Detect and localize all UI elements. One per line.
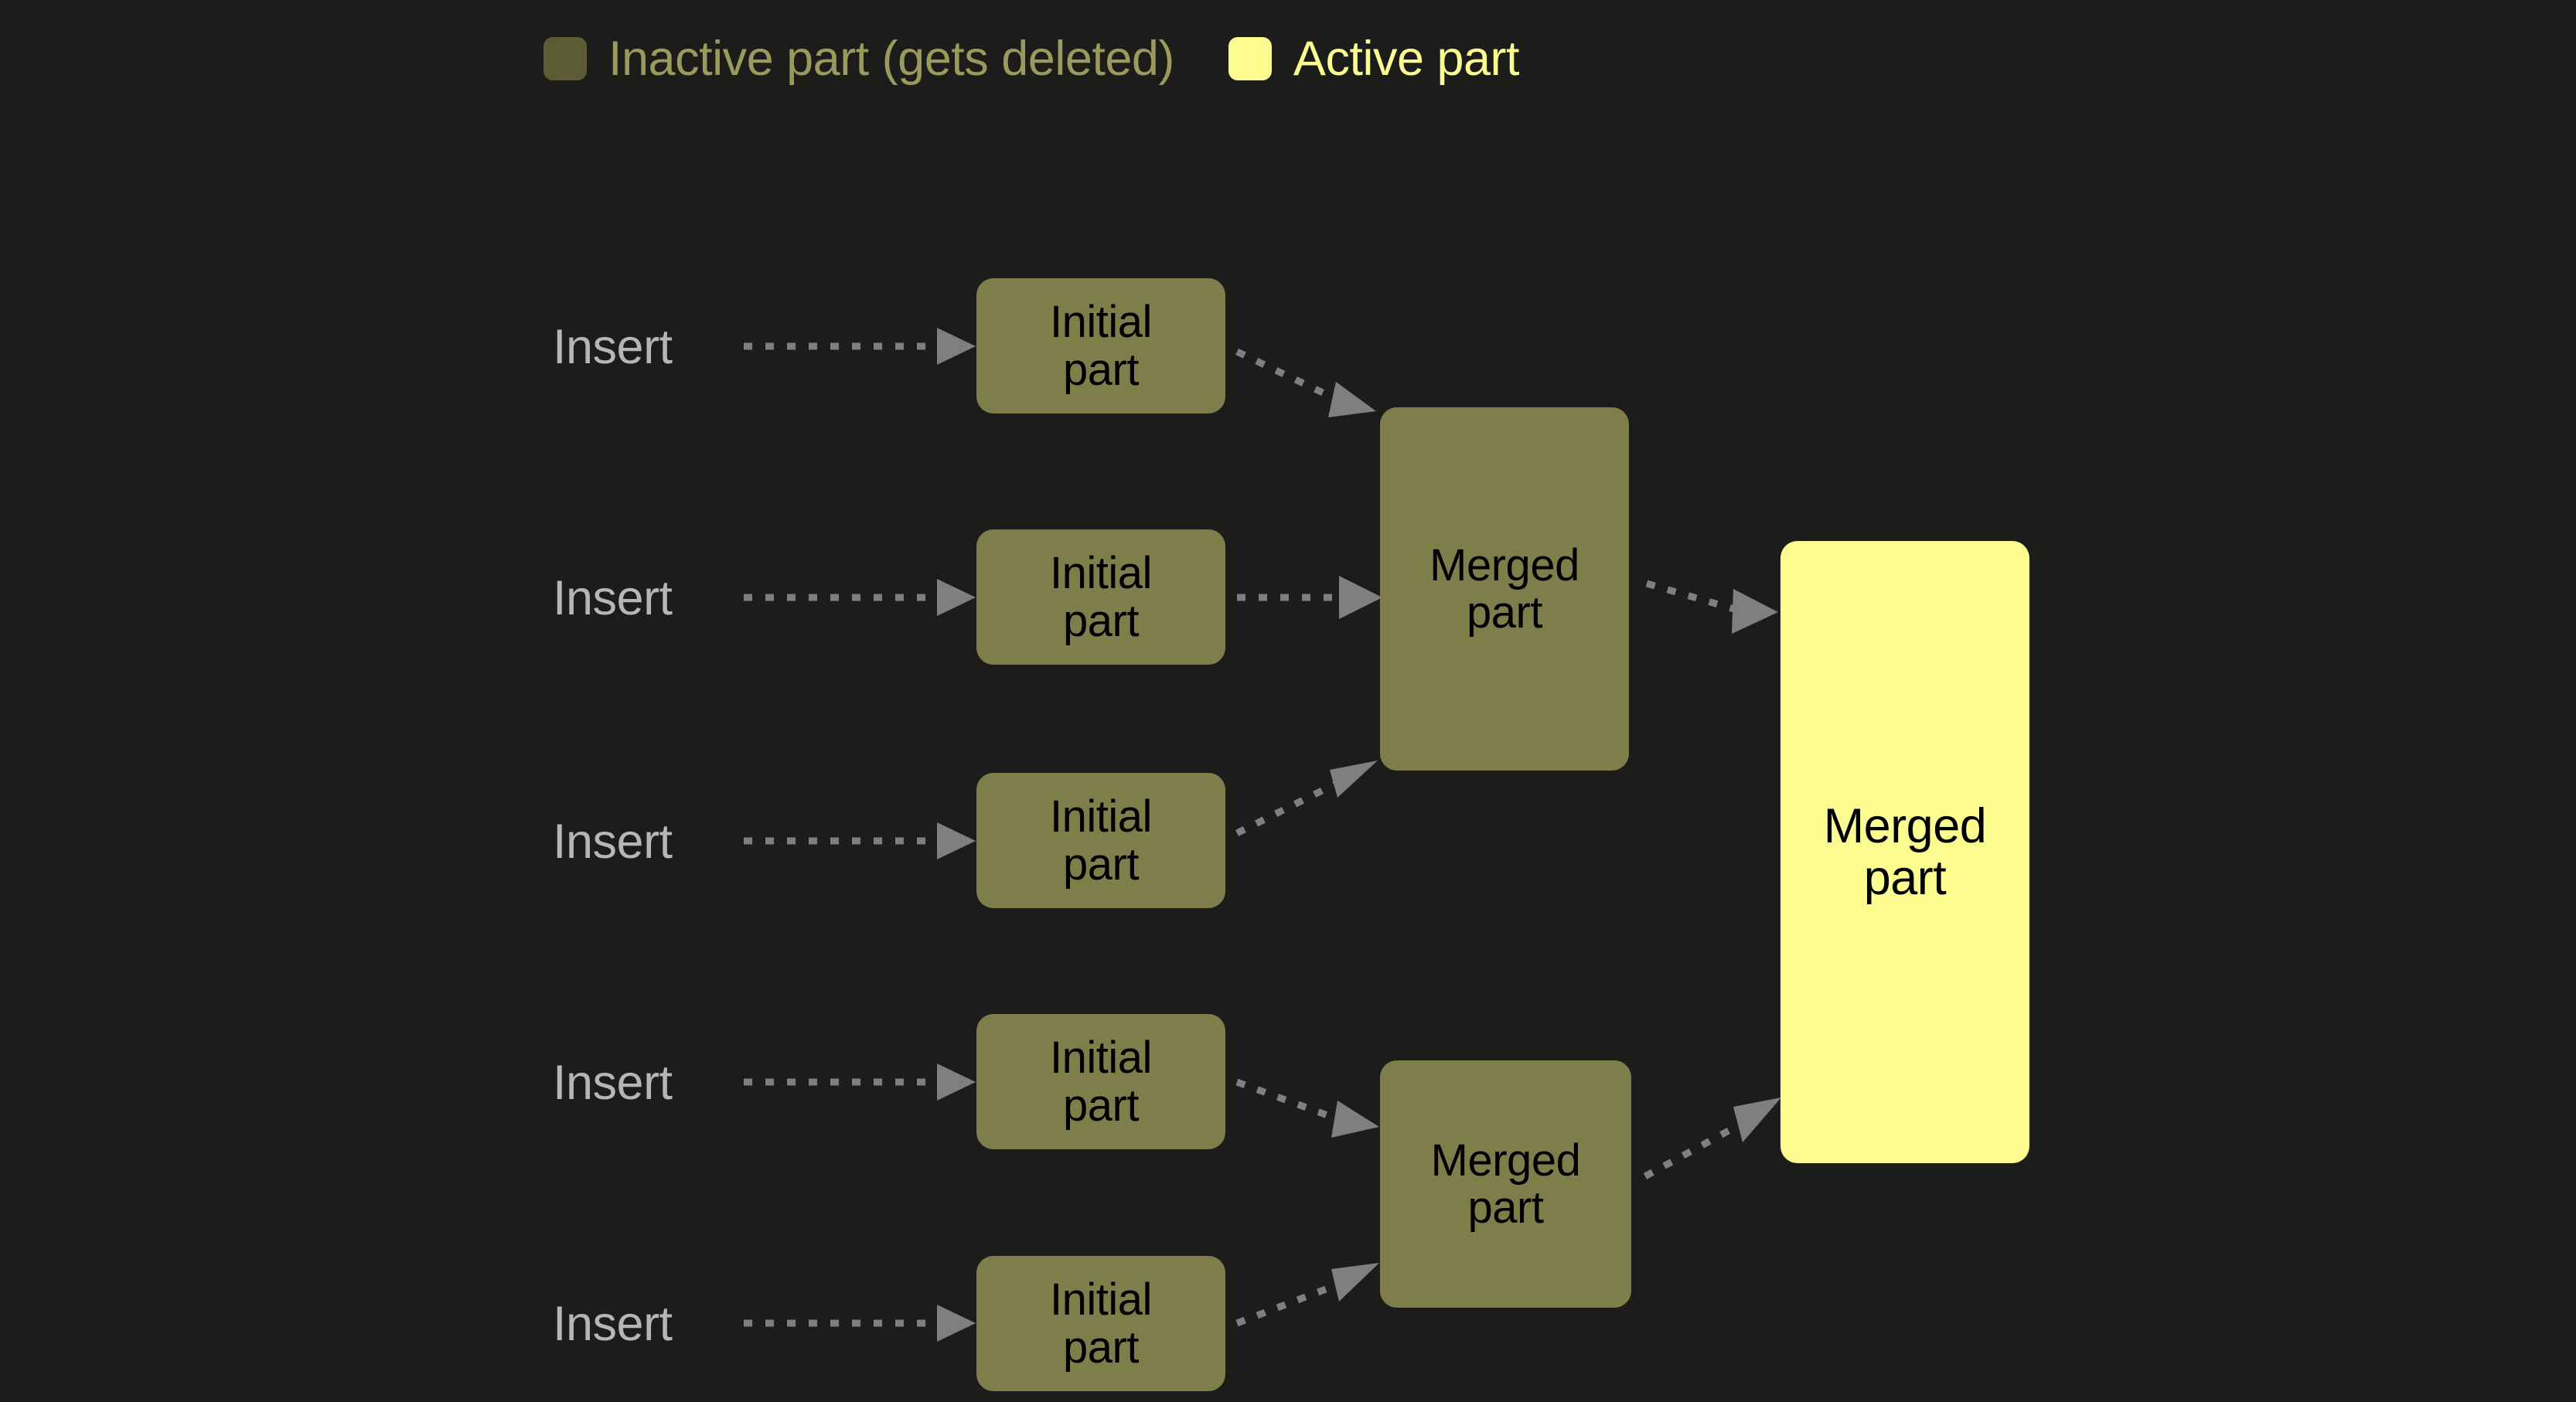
insert-label-1: Insert [553,320,673,374]
arrow-merged-bottom-to-active [1643,1097,1781,1179]
arrow-initial-2-to-merged-top [1237,576,1382,619]
arrow-insert-to-initial-4 [744,1063,976,1101]
merged-part-text-active: Merged part [1823,798,1987,905]
arrow-initial-1-to-merged-top [1235,348,1376,417]
initial-part-node-1[interactable]: Initial part [976,278,1225,413]
inactive-swatch-icon [543,37,587,80]
arrow-insert-to-initial-3 [744,822,976,859]
legend-label-active: Active part [1293,31,1520,86]
merged-part-node-active[interactable]: Merged part [1780,541,2029,1163]
merged-part-node-bottom[interactable]: Merged part [1380,1060,1631,1308]
merged-part-text-top: Merged part [1429,539,1579,638]
initial-part-text-1: Initial part [1050,297,1152,395]
active-swatch-icon [1228,37,1272,80]
initial-part-node-4[interactable]: Initial part [976,1014,1225,1149]
legend-entry-inactive: Inactive part (gets deleted) [543,31,1174,86]
initial-part-text-3: Initial part [1050,791,1152,890]
initial-part-text-5: Initial part [1050,1274,1152,1373]
arrow-initial-3-to-merged-top [1235,761,1378,837]
arrow-insert-to-initial-2 [744,579,976,616]
insert-label-4: Insert [553,1056,673,1110]
initial-part-node-3[interactable]: Initial part [976,773,1225,908]
insert-label-2: Insert [553,571,673,625]
insert-label-5: Insert [553,1297,673,1351]
legend-entry-active: Active part [1228,31,1520,86]
insert-label-3: Insert [553,815,673,869]
initial-part-text-2: Initial part [1050,548,1152,646]
arrow-insert-to-initial-5 [744,1305,976,1342]
initial-part-node-5[interactable]: Initial part [976,1256,1225,1391]
initial-part-text-4: Initial part [1050,1033,1152,1131]
merged-part-text-bottom: Merged part [1430,1135,1581,1233]
merged-part-node-top[interactable]: Merged part [1380,407,1629,771]
legend-label-inactive: Inactive part (gets deleted) [608,31,1174,86]
legend: Inactive part (gets deleted) Active part [543,28,1520,90]
arrow-initial-4-to-merged-bottom [1235,1078,1379,1138]
arrow-merged-top-to-active [1645,580,1778,634]
arrow-insert-to-initial-1 [744,328,976,365]
arrow-initial-5-to-merged-bottom [1235,1263,1379,1327]
initial-part-node-2[interactable]: Initial part [976,529,1225,665]
